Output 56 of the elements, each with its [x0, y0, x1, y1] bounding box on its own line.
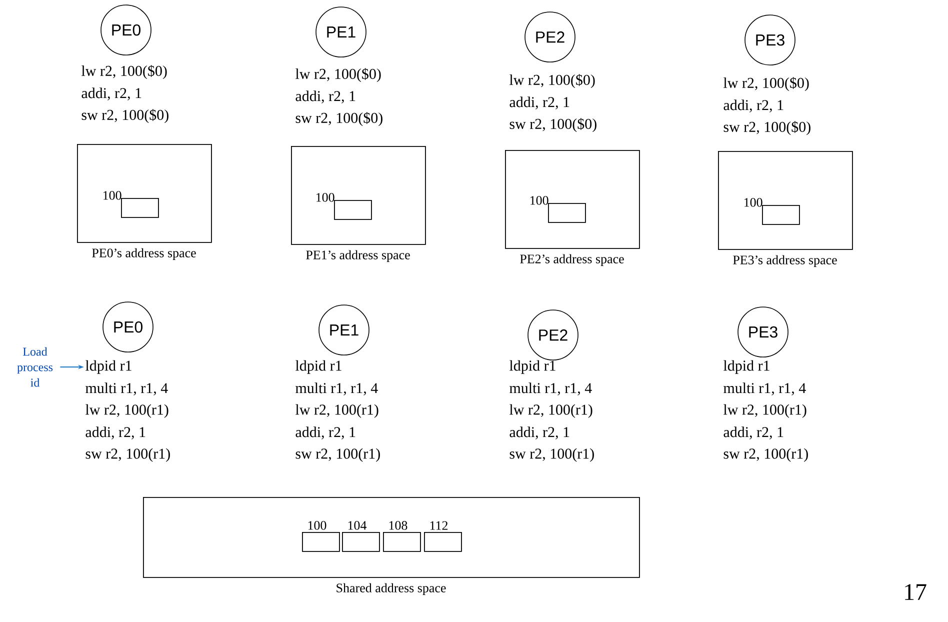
memory-cell — [334, 200, 372, 220]
address-label: 108 — [389, 521, 408, 530]
code-line: ldpid r1 — [296, 360, 342, 374]
memory-cell — [383, 532, 421, 552]
code-line: addi, r2, 1 — [296, 90, 356, 104]
address-label: 112 — [430, 521, 448, 530]
box-label: PE1’s address space — [306, 250, 410, 262]
code-line: sw r2, 100(r1) — [724, 448, 808, 462]
memory-cell — [762, 205, 800, 225]
address-label: 100 — [308, 521, 326, 530]
code-line: sw r2, 100($0) — [510, 118, 596, 132]
address-label: 100 — [316, 193, 334, 202]
code-line: sw r2, 100($0) — [724, 120, 810, 136]
code-line: lw r2, 100(r1) — [724, 404, 806, 418]
address-space-box — [505, 150, 640, 249]
code-line: sw r2, 100(r1) — [86, 448, 170, 462]
memory-cell — [424, 532, 462, 552]
code-line: ldpid r1 — [510, 360, 556, 374]
code-line: multi r1, r1, 4 — [296, 382, 378, 396]
memory-cell — [302, 532, 340, 552]
page-number: 17 — [905, 584, 926, 600]
code-line: lw r2, 100(r1) — [296, 404, 378, 418]
code-line: lw r2, 100(r1) — [510, 404, 592, 418]
box-label: PE2’s address space — [520, 254, 624, 266]
code-line: multi r1, r1, 4 — [86, 382, 168, 396]
code-line: sw r2, 100($0) — [296, 112, 382, 126]
code-line: ldpid r1 — [86, 360, 132, 374]
address-label: 100 — [530, 196, 548, 205]
memory-cell — [121, 198, 159, 218]
code-line: ldpid r1 — [724, 360, 770, 374]
code-line: sw r2, 100(r1) — [296, 448, 380, 462]
code-line: addi, r2, 1 — [724, 100, 784, 112]
code-line: sw r2, 100(r1) — [510, 448, 594, 462]
box-label: PE3’s address space — [733, 255, 837, 267]
code-line: addi, r2, 1 — [724, 426, 784, 440]
address-label: 100 — [103, 191, 122, 200]
address-label: 100 — [744, 198, 762, 207]
code-line: addi, r2, 1 — [510, 96, 570, 110]
code-line: addi, r2, 1 — [86, 426, 146, 440]
memory-cell — [342, 532, 380, 552]
address-space-box — [291, 146, 426, 245]
box-label: PE0’s address space — [92, 248, 196, 260]
memory-cell — [548, 203, 586, 223]
code-line: sw r2, 100($0) — [82, 108, 168, 124]
code-line: lw r2, 100(r1) — [86, 404, 168, 418]
box-label: Shared address space — [336, 583, 446, 595]
annotation-text: Load process id — [17, 347, 53, 387]
address-label: 104 — [348, 521, 366, 530]
code-line: addi, r2, 1 — [510, 426, 570, 440]
code-line: multi r1, r1, 4 — [510, 382, 592, 396]
code-line: addi, r2, 1 — [82, 88, 142, 100]
address-space-box — [143, 497, 640, 578]
address-space-box — [77, 144, 212, 243]
address-space-box — [718, 151, 853, 250]
code-line: addi, r2, 1 — [296, 426, 356, 440]
code-line: multi r1, r1, 4 — [724, 382, 806, 396]
